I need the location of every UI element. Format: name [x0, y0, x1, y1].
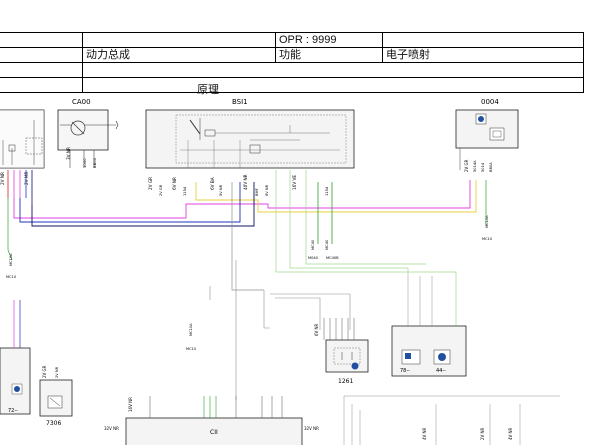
- label-cii: CII: [210, 429, 218, 436]
- header-row-4: [0, 77, 584, 93]
- br-conn-2v: 2V NR: [480, 427, 485, 440]
- component-78-44: 78-- 44--: [391, 276, 467, 377]
- 1261-connector: 6V NR: [314, 323, 319, 336]
- ground-mc10a: MC10A: [9, 253, 13, 266]
- label-ca00: CA00: [72, 98, 91, 106]
- ca00-wire-2: BB00: [92, 157, 97, 168]
- 0004-connector: 2V GR: [464, 159, 469, 172]
- 0004-wire-3: BB0A: [489, 162, 493, 172]
- bsi-wire-6: 1154: [325, 186, 329, 196]
- ground-mid: MC10A: [189, 323, 193, 336]
- label-78: 78--: [400, 368, 410, 374]
- ground-0004-b: MC10: [482, 237, 493, 241]
- bottom-right-area: 4V NR 2V NR 4V NR: [343, 395, 560, 445]
- ground-0004: MC10A: [485, 215, 489, 228]
- 0004-wire-1: 5014A: [473, 160, 477, 172]
- bsi-wire-5: 6V NR: [265, 184, 269, 196]
- label-72: 72--: [8, 408, 18, 414]
- component-7306: 7306 2V GR 2V NR: [39, 365, 73, 427]
- ground-mc40b: MC40: [325, 239, 329, 250]
- bsi-conn-2v-gr: 2V GR: [148, 177, 153, 190]
- ground-m040: M040: [308, 256, 319, 260]
- ground-mid-b: MC10: [186, 347, 197, 351]
- ca00-connector: 3V NR: [66, 147, 71, 160]
- component-bsi1: BSI1 2V GR 6V NR 6V BA 40V NR 16V VE 2V …: [145, 98, 355, 196]
- label-7306: 7306: [46, 420, 61, 427]
- component-72: 72--: [0, 300, 31, 415]
- bsi-conn-16v: 16V VE: [292, 175, 297, 190]
- left-partial-component: 2V NR 2V MR: [0, 109, 45, 205]
- header-table: OPR : 9999 动力总成 功能 电子喷射: [0, 32, 584, 93]
- label-0004: 0004: [481, 98, 499, 106]
- cii-pins: [149, 396, 283, 418]
- ground-labels: MC10A MC10 MC40 MC40 M040 MC40B MC10A MC…: [6, 215, 493, 351]
- diagram-heading: 原理: [197, 83, 219, 96]
- component-0004: 0004 2V GR 5014A 5014 BB0A: [455, 98, 519, 172]
- left-conn-2v-mr: 2V MR: [24, 172, 29, 185]
- bsi-wire-4: BMF: [255, 188, 259, 196]
- component-1261: 1261 6V NR: [314, 318, 369, 385]
- label-44: 44--: [436, 368, 446, 374]
- label-bsi1: BSI1: [232, 98, 248, 106]
- br-conn-4v: 4V NR: [422, 427, 427, 440]
- component-cii: CII 32V NR 32V NR 16V NR: [104, 396, 319, 445]
- bsi-conn-6v-nr: 6V NR: [172, 177, 177, 190]
- component-ca00: CA00 3V NR 1000 BB00: [57, 98, 119, 168]
- left-conn-2v-nr: 2V NR: [0, 172, 5, 185]
- cii-conn-top: 16V NR: [128, 397, 133, 412]
- ca00-wire-1: 1000: [82, 158, 87, 168]
- bsi-conn-40v: 40V NR: [243, 174, 248, 190]
- bsi-wire-1: 2V GR: [159, 184, 163, 196]
- 1261-wires: [323, 318, 355, 340]
- ground-mc40: MC40: [311, 239, 315, 250]
- ground-mc10: MC10: [6, 275, 17, 279]
- 7306-sub: 2V NR: [55, 366, 59, 378]
- br-conn-4v-r: 4V NR: [508, 427, 513, 440]
- bsi-conn-6v-ba: 6V BA: [210, 177, 215, 190]
- header-cell-empty-8: [82, 77, 584, 93]
- left-wire-codes: [7, 170, 33, 205]
- label-1261: 1261: [338, 378, 353, 385]
- bsi-wire-3: 5V NR: [219, 184, 223, 196]
- wire-bundle: [7, 170, 487, 400]
- cii-conn-left: 32V NR: [104, 426, 119, 431]
- 0004-wire-2: 5014: [481, 162, 485, 172]
- cii-conn-right: 32V NR: [304, 426, 319, 431]
- 7306-connector: 2V GR: [42, 365, 47, 378]
- ground-mc40-r: MC40B: [326, 256, 339, 260]
- bsi-wire-2: 1154: [183, 186, 187, 196]
